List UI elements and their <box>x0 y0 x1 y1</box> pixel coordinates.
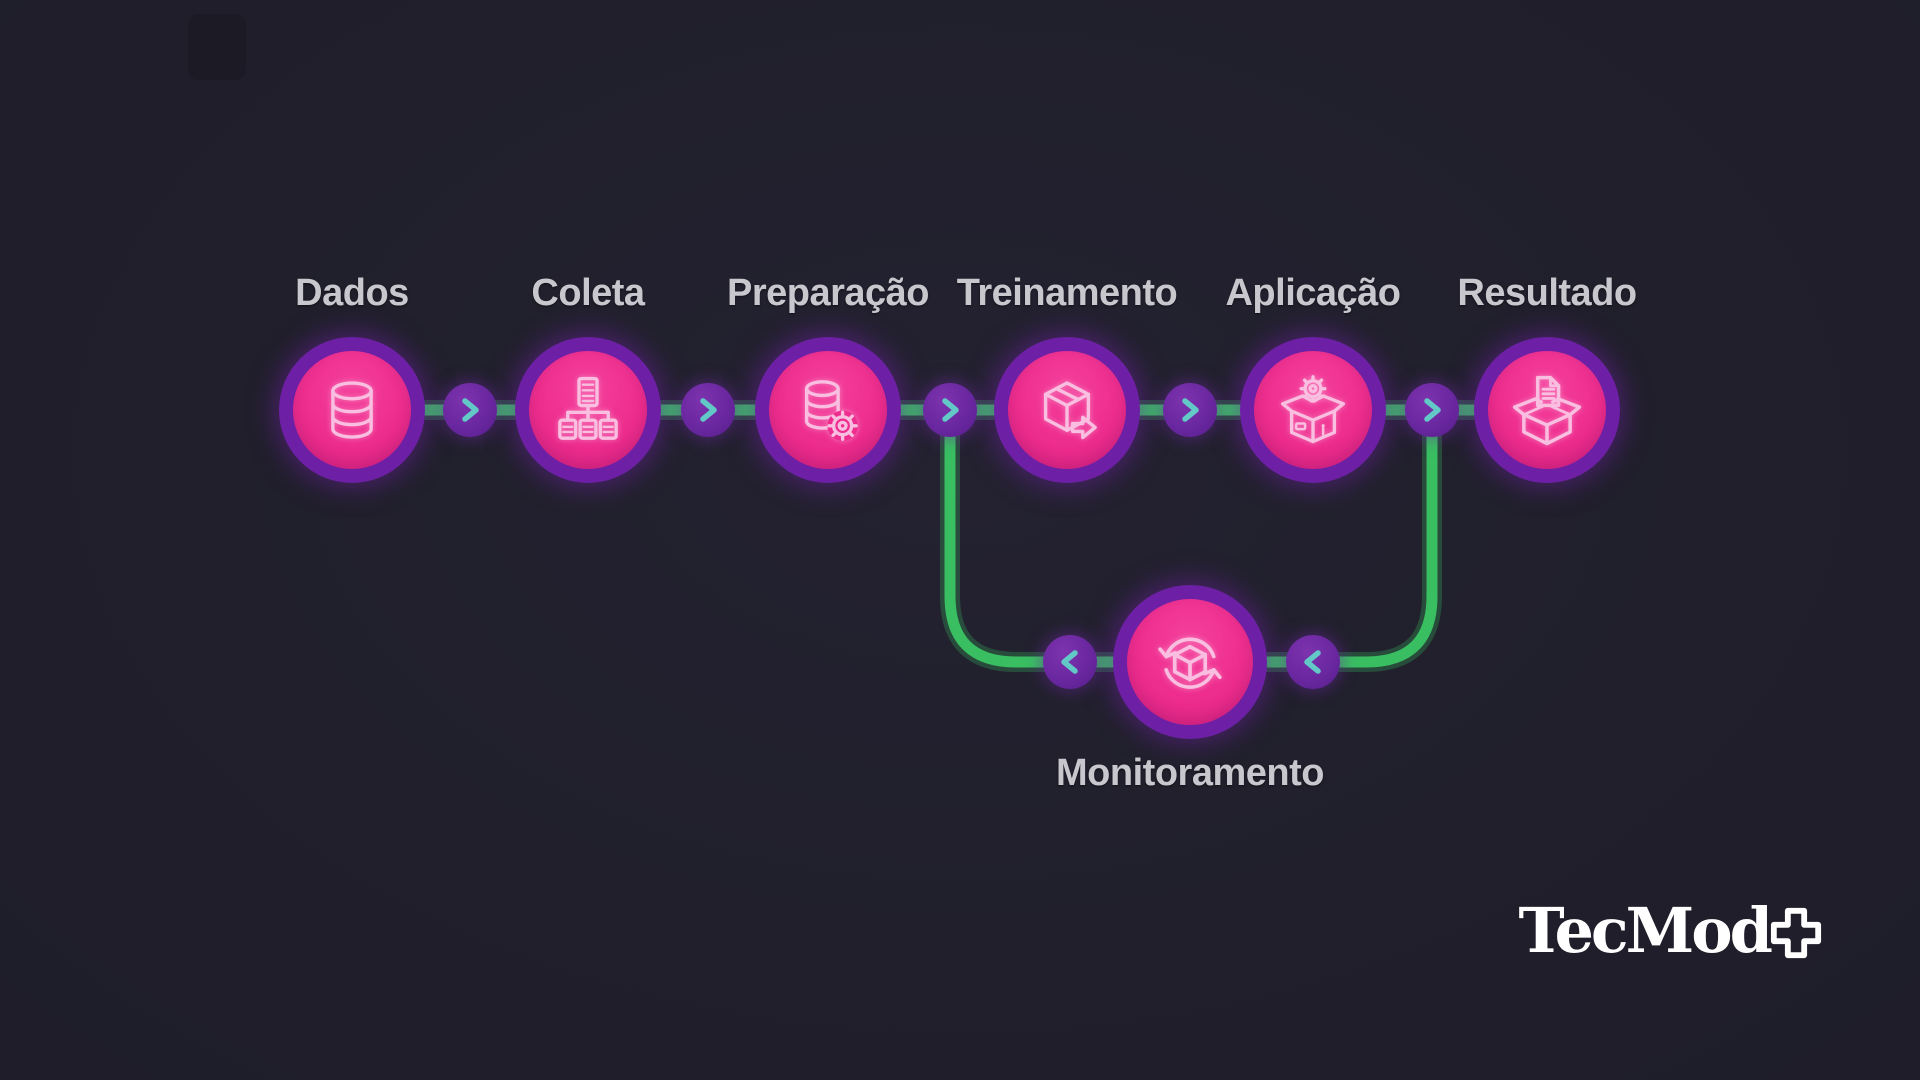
node-label-monitoramento: Monitoramento <box>1056 752 1324 794</box>
node-treinamento <box>994 337 1140 483</box>
feedback-arrow-left-2 <box>1286 635 1340 689</box>
chevron-left-icon <box>1304 650 1321 674</box>
flow-arrow-right-3 <box>923 383 977 437</box>
chevron-right-icon <box>1424 398 1441 422</box>
node-dados <box>279 337 425 483</box>
database-icon <box>331 381 373 439</box>
node-label-dados: Dados <box>295 272 409 314</box>
node-label-coleta: Coleta <box>531 272 645 314</box>
database-gear-icon <box>804 380 858 441</box>
watermark-remnant <box>188 14 246 80</box>
node-monitoramento <box>1113 585 1267 739</box>
node-label-preparacao: Preparação <box>726 272 930 314</box>
chevron-right-icon <box>700 398 717 422</box>
node-resultado <box>1474 337 1620 483</box>
plus-icon <box>1770 907 1822 959</box>
node-coleta <box>515 337 661 483</box>
flow-arrow-right-4 <box>1163 383 1217 437</box>
node-label-treinamento: Treinamento <box>956 272 1178 314</box>
result-box-icon <box>1512 375 1582 446</box>
chevron-right-icon <box>1182 398 1199 422</box>
node-label-aplicacao: Aplicação <box>1225 272 1401 314</box>
node-label-resultado: Resultado <box>1457 272 1637 314</box>
brand-logo-text: TecMod <box>1518 894 1773 967</box>
monitoring-sync-icon <box>1158 637 1222 690</box>
data-collection-icon <box>558 376 618 440</box>
deployment-box-icon <box>1280 375 1346 444</box>
flow-arrow-right-2 <box>681 383 735 437</box>
node-preparacao <box>755 337 901 483</box>
chevron-right-icon <box>942 398 959 422</box>
feedback-arrow-left-1 <box>1043 635 1097 689</box>
node-aplicacao <box>1240 337 1386 483</box>
chevron-left-icon <box>1061 650 1078 674</box>
brand-logo: TecMod <box>1518 900 1824 962</box>
flow-arrow-right-1 <box>443 383 497 437</box>
model-export-icon <box>1043 381 1097 440</box>
chevron-right-icon <box>462 398 479 422</box>
flow-arrow-right-5 <box>1405 383 1459 437</box>
